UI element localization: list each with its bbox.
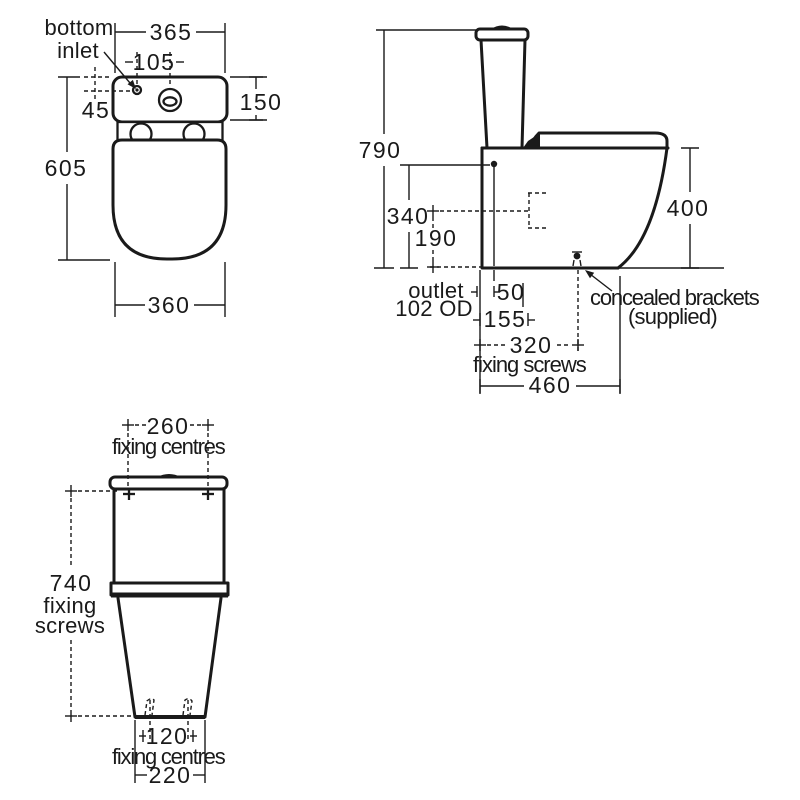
dim-side-height: 790 [359, 137, 402, 163]
side-view: 790 340 190 400 outlet 102 OD [359, 25, 760, 398]
front-cistern-fixing-holes [123, 488, 214, 500]
dim-side-155: 155 [484, 306, 527, 332]
label-bottom-inlet-line1: bottom [44, 15, 113, 40]
dim-plan-bowl-width: 360 [148, 292, 191, 318]
side-hinge-wedge [523, 133, 540, 148]
dim-plan-width: 365 [150, 19, 193, 45]
brackets-arrowhead [585, 270, 595, 279]
front-view: 260 fixing centres 740 fixing screws 120… [35, 413, 230, 788]
label-side-fixing-screws: fixing screws [473, 352, 587, 377]
dim-side-depth: 460 [529, 372, 572, 398]
dim-plan-inlet-depth: 45 [82, 97, 111, 123]
label-brackets-supplied: (supplied) [628, 304, 718, 329]
plan-flush-button-inner [162, 96, 178, 107]
side-fixing-screw-icon [572, 251, 582, 267]
dim-side-320: 320 [510, 332, 553, 358]
label-outlet-size: 102 OD [395, 296, 473, 321]
brackets-leader-line [589, 273, 613, 292]
dim-front-fixing-centres: 260 [147, 413, 190, 439]
side-pan-front-curve [616, 146, 669, 270]
dim-plan-length: 605 [45, 155, 88, 181]
plan-flush-button [157, 87, 183, 113]
front-bracket-right [182, 698, 193, 716]
side-cistern-body [479, 38, 527, 150]
plan-inlet-hole-center [135, 88, 139, 92]
dim-plan-cistern-depth: 150 [240, 89, 283, 115]
label-front-fixing-centres-top: fixing centres [112, 434, 226, 459]
dim-front-fixing-height: 740 [50, 570, 93, 596]
bottom-inlet-arrowhead [127, 79, 136, 89]
dim-front-base-width: 220 [149, 762, 192, 788]
bottom-inlet-leader-line [103, 51, 131, 84]
label-front-fixing-word: fixing [43, 593, 96, 618]
label-front-screws-word: screws [35, 613, 105, 638]
front-cistern-lid [108, 475, 229, 491]
front-bracket-left [144, 698, 155, 716]
dim-front-base-centres: 120 [146, 723, 189, 749]
label-front-fixing-centres-bottom: fixing centres [112, 744, 226, 769]
side-cistern-lid [474, 27, 530, 42]
label-bottom-inlet-line2: inlet [57, 38, 99, 63]
label-concealed-brackets: concealed brackets [590, 285, 760, 310]
dim-side-inlet-height: 340 [387, 203, 430, 229]
side-seat [527, 131, 669, 150]
plan-view: 365 105 45 150 605 360 bottom [44, 15, 283, 318]
dim-side-50: 50 [497, 279, 526, 305]
plan-seat-outline [111, 138, 228, 261]
label-outlet-word: outlet [408, 278, 464, 303]
dim-plan-inlet-offset: 105 [133, 49, 176, 75]
side-inlet-marker [490, 160, 498, 168]
dim-side-outlet-height: 190 [415, 225, 458, 251]
dim-side-seat-height: 400 [667, 195, 710, 221]
